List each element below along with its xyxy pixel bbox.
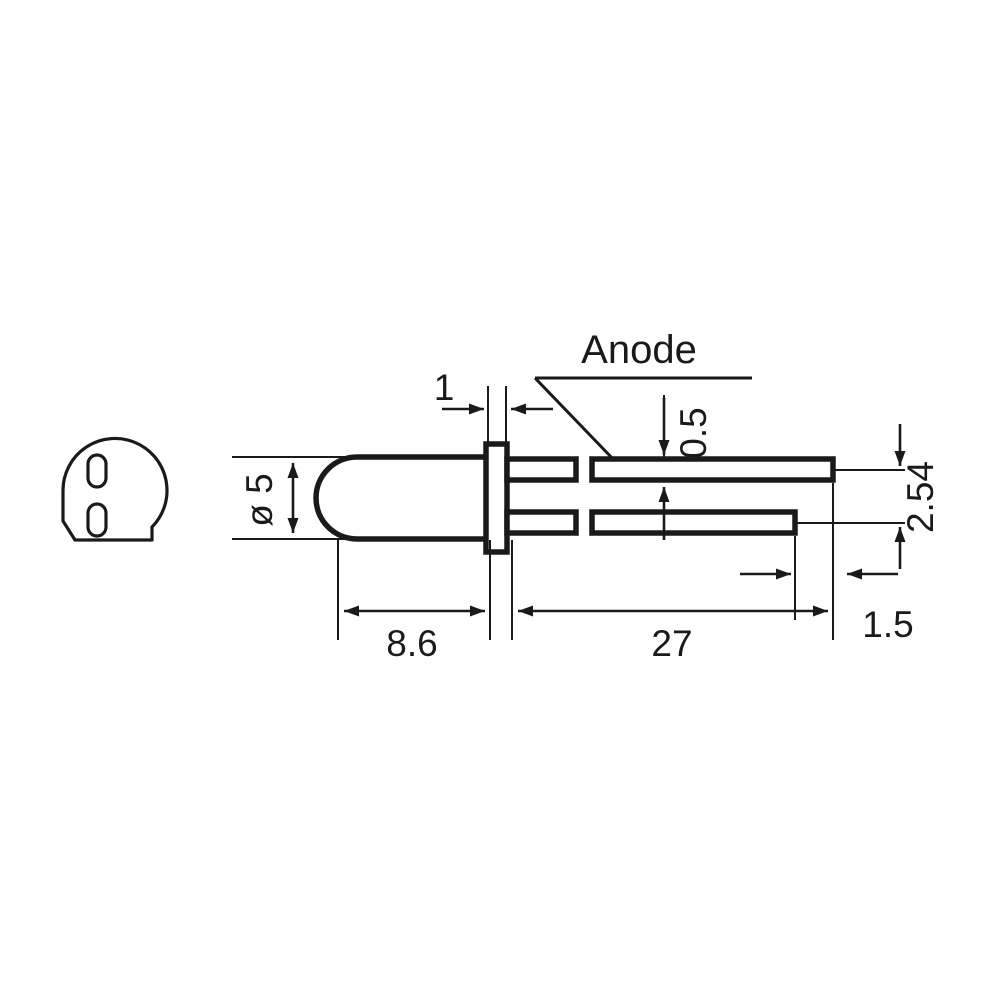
front-view bbox=[61, 436, 169, 542]
anode-callout: Anode bbox=[533, 328, 752, 462]
dimension-lead-thickness-text: 0.5 bbox=[673, 407, 714, 458]
side-view bbox=[313, 441, 836, 555]
dimension-pitch: 2.54 bbox=[894, 424, 941, 569]
led-body-outline bbox=[313, 454, 489, 542]
dimension-lead-length-text: 27 bbox=[651, 623, 692, 664]
dimension-flange: 1 bbox=[434, 367, 553, 415]
dimension-diameter-text: ø 5 bbox=[239, 473, 280, 526]
front-view-body-outline bbox=[61, 436, 169, 542]
anode-lead-segment-far bbox=[589, 456, 836, 483]
anode-leader-diagonal bbox=[533, 376, 616, 462]
dimension-body-length: 8.6 bbox=[344, 605, 485, 664]
dimension-lead-thickness: 0.5 bbox=[658, 398, 714, 540]
dimension-lead-length: 27 bbox=[518, 605, 828, 664]
anode-label: Anode bbox=[581, 328, 697, 372]
dimension-pitch-text: 2.54 bbox=[900, 461, 941, 533]
dimension-lead-offset: 1.5 bbox=[740, 568, 914, 645]
cathode-lead-segment-far bbox=[589, 509, 798, 536]
dimension-diameter: ø 5 bbox=[239, 463, 299, 533]
front-view-slot-bottom bbox=[86, 502, 108, 538]
front-view-slot-top bbox=[86, 453, 108, 489]
dimension-flange-text: 1 bbox=[434, 367, 455, 408]
led-flange bbox=[483, 441, 510, 555]
dimension-lead-offset-text: 1.5 bbox=[862, 604, 913, 645]
cathode-lead-segment-near bbox=[504, 509, 579, 536]
anode-lead-segment-near bbox=[504, 456, 579, 483]
dimension-body-length-text: 8.6 bbox=[386, 623, 437, 664]
